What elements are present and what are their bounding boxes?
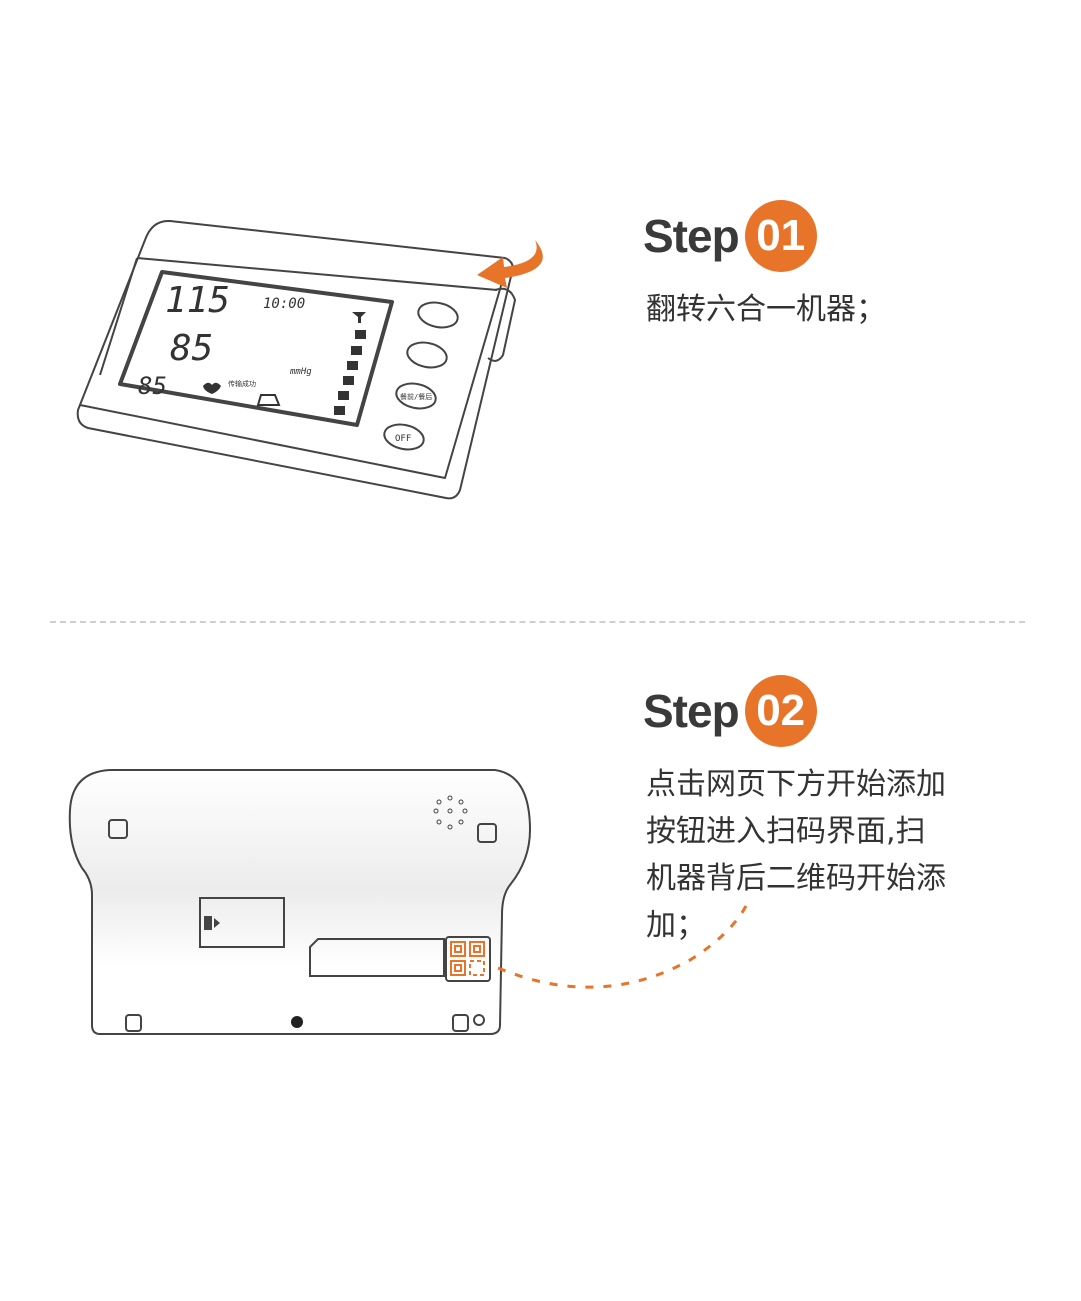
signal-bars-icon bbox=[334, 312, 366, 415]
cuff-icon bbox=[256, 394, 281, 406]
step-01-instruction: 翻转六合一机器； bbox=[646, 286, 886, 333]
battery-cover bbox=[199, 897, 285, 948]
step-label: Step bbox=[643, 210, 740, 262]
lcd-screen bbox=[118, 270, 394, 427]
lcd-status: 传输成功 bbox=[228, 379, 256, 388]
meal-button-label: 餐前/餐后 bbox=[400, 392, 432, 401]
step-label: Step bbox=[643, 685, 740, 737]
device-back-illustration bbox=[68, 769, 748, 1035]
lcd-time: 10:00 bbox=[263, 296, 305, 312]
device-back-body bbox=[68, 769, 532, 1035]
step-02-instruction: 点击网页下方开始添加 按钮进入扫码界面,扫 机器背后二维码开始添 加； bbox=[646, 761, 946, 949]
off-button-label: OFF bbox=[395, 434, 411, 444]
meal-button bbox=[395, 382, 437, 410]
device-side-hinge bbox=[487, 287, 516, 362]
qr-code-icon bbox=[445, 936, 491, 982]
label-slot bbox=[309, 938, 445, 977]
section-divider bbox=[50, 621, 1025, 623]
off-button bbox=[383, 423, 425, 451]
lcd-systolic: 115 bbox=[165, 280, 230, 321]
instruction-line: 机器背后二维码开始添 bbox=[646, 861, 946, 896]
step-number-badge: 02 bbox=[744, 675, 817, 747]
lcd-pulse: 85 bbox=[138, 372, 167, 400]
lcd-diastolic: 85 bbox=[170, 328, 213, 369]
step-number-badge: 01 bbox=[744, 200, 817, 272]
heart-icon bbox=[203, 382, 221, 394]
user2-button bbox=[406, 341, 448, 369]
instruction-line: 按钮进入扫码界面,扫 bbox=[646, 814, 926, 849]
speaker-holes bbox=[433, 795, 468, 830]
flip-arrow-icon bbox=[477, 240, 543, 288]
lcd-unit: mmHg bbox=[289, 367, 312, 377]
device-front-illustration: 115 85 85 10:00 mmHg 传输成功 餐前/餐后 OFF bbox=[76, 219, 543, 500]
instruction-line: 点击网页下方开始添加 bbox=[646, 767, 946, 802]
user1-button bbox=[417, 301, 459, 329]
instruction-line: 加； bbox=[646, 908, 706, 943]
step-02-heading: Step 02 bbox=[643, 675, 817, 747]
step-01-heading: Step 01 bbox=[643, 200, 817, 272]
instruction-line: 翻转六合一机器； bbox=[646, 292, 886, 327]
